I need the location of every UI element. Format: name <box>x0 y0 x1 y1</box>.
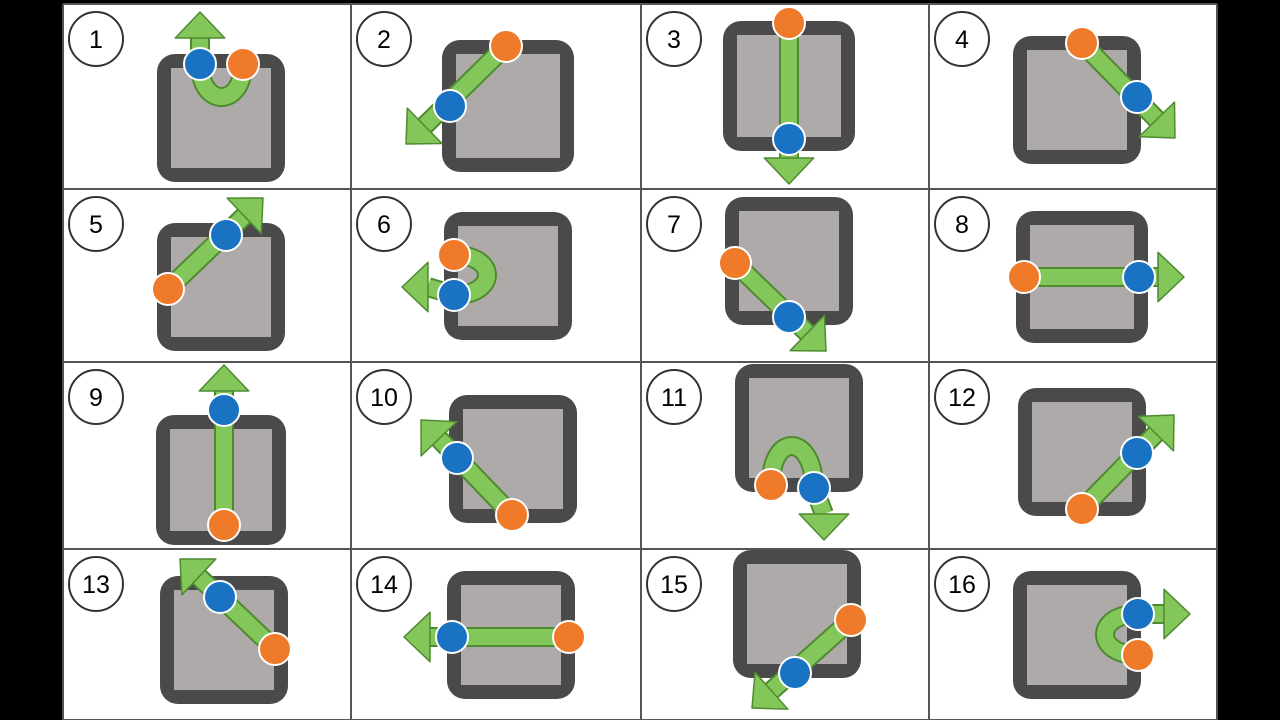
cell-number: 8 <box>955 211 969 239</box>
orange-dot-icon <box>208 509 240 541</box>
square-box-inner <box>463 409 563 509</box>
blue-dot-icon <box>441 442 473 474</box>
square-box-inner <box>458 226 558 326</box>
blue-dot-icon <box>1121 81 1153 113</box>
orange-dot-icon <box>1122 639 1154 671</box>
cell-number: 7 <box>667 211 681 239</box>
cell-number: 2 <box>377 26 391 54</box>
blue-dot-icon <box>773 123 805 155</box>
square-box-inner <box>739 211 839 311</box>
cell-number: 15 <box>660 571 688 599</box>
blue-dot-icon <box>779 657 811 689</box>
orange-dot-icon <box>719 247 751 279</box>
cell-number: 13 <box>82 571 110 599</box>
orange-dot-icon <box>835 604 867 636</box>
cell-number: 3 <box>667 26 681 54</box>
cell-number: 1 <box>89 26 103 54</box>
orange-dot-icon <box>496 499 528 531</box>
orange-dot-icon <box>773 7 805 39</box>
cell-number: 6 <box>377 211 391 239</box>
cell-number: 10 <box>370 384 398 412</box>
orange-dot-icon <box>152 273 184 305</box>
cell-number: 5 <box>89 211 103 239</box>
cell-number: 12 <box>948 384 976 412</box>
blue-dot-icon <box>204 581 236 613</box>
blue-dot-icon <box>438 279 470 311</box>
blue-dot-icon <box>1123 261 1155 293</box>
cell-number: 11 <box>661 384 687 412</box>
blue-dot-icon <box>436 621 468 653</box>
blue-dot-icon <box>208 394 240 426</box>
blue-dot-icon <box>798 472 830 504</box>
orange-dot-icon <box>490 30 522 62</box>
orange-dot-icon <box>227 48 259 80</box>
orange-dot-icon <box>1066 27 1098 59</box>
blue-dot-icon <box>1121 437 1153 469</box>
orange-dot-icon <box>1066 493 1098 525</box>
blue-dot-icon <box>1122 598 1154 630</box>
cell-number: 16 <box>948 571 976 599</box>
cell-number: 14 <box>370 571 398 599</box>
cell-number: 4 <box>955 26 969 54</box>
blue-dot-icon <box>184 48 216 80</box>
square-box-inner <box>171 68 271 168</box>
blue-dot-icon <box>773 301 805 333</box>
blue-dot-icon <box>210 219 242 251</box>
orange-dot-icon <box>259 633 291 665</box>
cell-number: 9 <box>89 384 103 412</box>
orange-dot-icon <box>1008 261 1040 293</box>
blue-dot-icon <box>434 90 466 122</box>
orange-dot-icon <box>438 239 470 271</box>
orange-dot-icon <box>553 621 585 653</box>
orange-dot-icon <box>755 469 787 501</box>
